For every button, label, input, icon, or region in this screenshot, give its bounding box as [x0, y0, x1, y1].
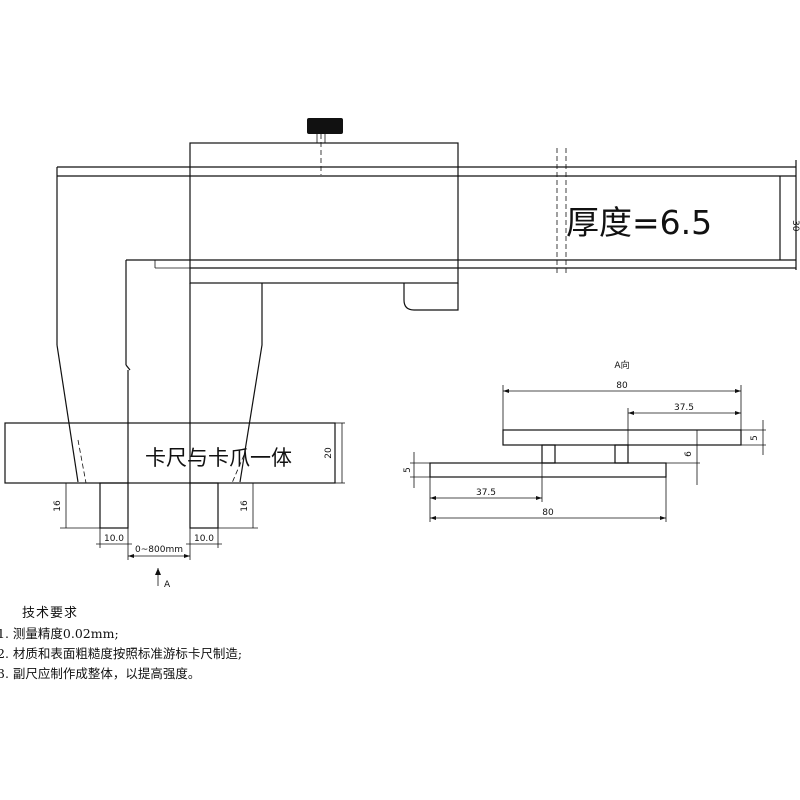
dim-right-jaw-width: 10.0 [194, 534, 214, 544]
note-item: 3. 副尺应制作成整体，以提高强度。 [0, 666, 201, 681]
dim-top-length: 80 [616, 381, 628, 391]
dim-bottom-offset: 37.5 [476, 488, 496, 498]
dim-range: 0~800mm [135, 545, 183, 555]
thumb-screw [307, 118, 343, 134]
dim-bottom-length: 80 [542, 508, 554, 518]
thickness-label: 厚度=6.5 [566, 203, 712, 242]
dim-block-height: 20 [324, 447, 334, 459]
side-view: A向 80 37.5 5 6 5 [403, 359, 766, 522]
view-marker: A [164, 580, 171, 590]
dim-left-jaw-width: 10.0 [104, 534, 124, 544]
dim-bottom-thickness: 5 [403, 467, 413, 473]
side-view-title: A向 [614, 359, 629, 371]
svg-text:30: 30 [790, 220, 800, 232]
fixed-jaw [56, 167, 190, 483]
technical-requirements: 技术要求 1. 测量精度0.02mm; 2. 材质和表面粗糙度按照标准游标卡尺制… [0, 604, 242, 684]
main-dimensions: 20 16 16 10.0 10.0 0~800mm A [53, 422, 345, 590]
dim-left-jaw-height: 16 [53, 500, 63, 512]
jaw-block [4, 370, 336, 529]
dim-right-jaw-height: 16 [240, 500, 250, 512]
note-item: 2. 材质和表面粗糙度按照标准游标卡尺制造; [0, 646, 243, 661]
notes-title: 技术要求 [22, 606, 79, 621]
dim-top-thickness: 5 [750, 435, 760, 441]
dim-top-offset: 37.5 [674, 403, 694, 413]
dim-step: 6 [684, 451, 694, 457]
note-item: 1. 测量精度0.02mm; [0, 626, 119, 641]
main-beam: 30 [57, 148, 800, 275]
slider [189, 118, 459, 483]
jaw-label: 卡尺与卡爪一体 [145, 446, 292, 470]
